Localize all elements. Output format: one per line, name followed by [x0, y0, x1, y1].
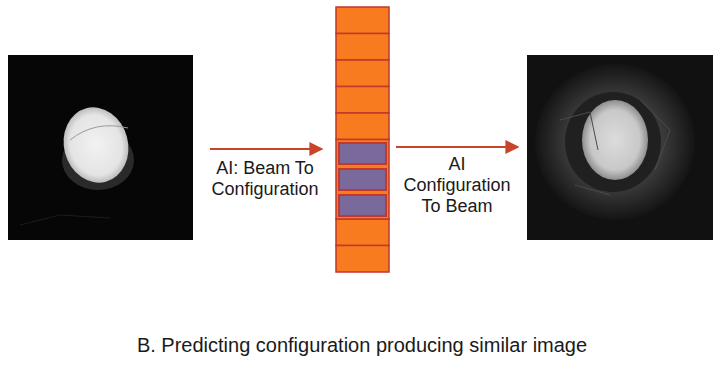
beam-halo	[535, 64, 695, 220]
config-cell	[336, 60, 389, 87]
beam-image	[527, 55, 713, 240]
config-cell	[336, 7, 389, 34]
config-block	[336, 140, 389, 220]
selected-cell	[339, 169, 386, 190]
flow-arrow	[210, 148, 322, 150]
beam-edge	[70, 126, 128, 140]
configuration-column	[336, 7, 389, 272]
beam-spot	[582, 100, 648, 180]
config-cell	[336, 87, 389, 114]
beam-image	[8, 55, 193, 240]
config-cell	[336, 34, 389, 61]
image-ground	[527, 55, 713, 240]
figure-caption: B. Predicting configuration producing si…	[137, 333, 587, 357]
flow-arrow	[396, 146, 518, 148]
arrow-label: AI Configuration To Beam	[397, 154, 517, 217]
faint-line	[20, 215, 110, 225]
config-cell	[336, 219, 389, 246]
config-cell	[336, 113, 389, 140]
config-cell	[336, 246, 389, 273]
arrow-label: AI: Beam To Configuration	[205, 158, 325, 200]
selected-cell	[339, 143, 386, 164]
beam-spot	[55, 100, 136, 190]
faint-line	[560, 100, 670, 195]
image-ground	[8, 55, 193, 240]
selected-cell	[339, 195, 386, 216]
